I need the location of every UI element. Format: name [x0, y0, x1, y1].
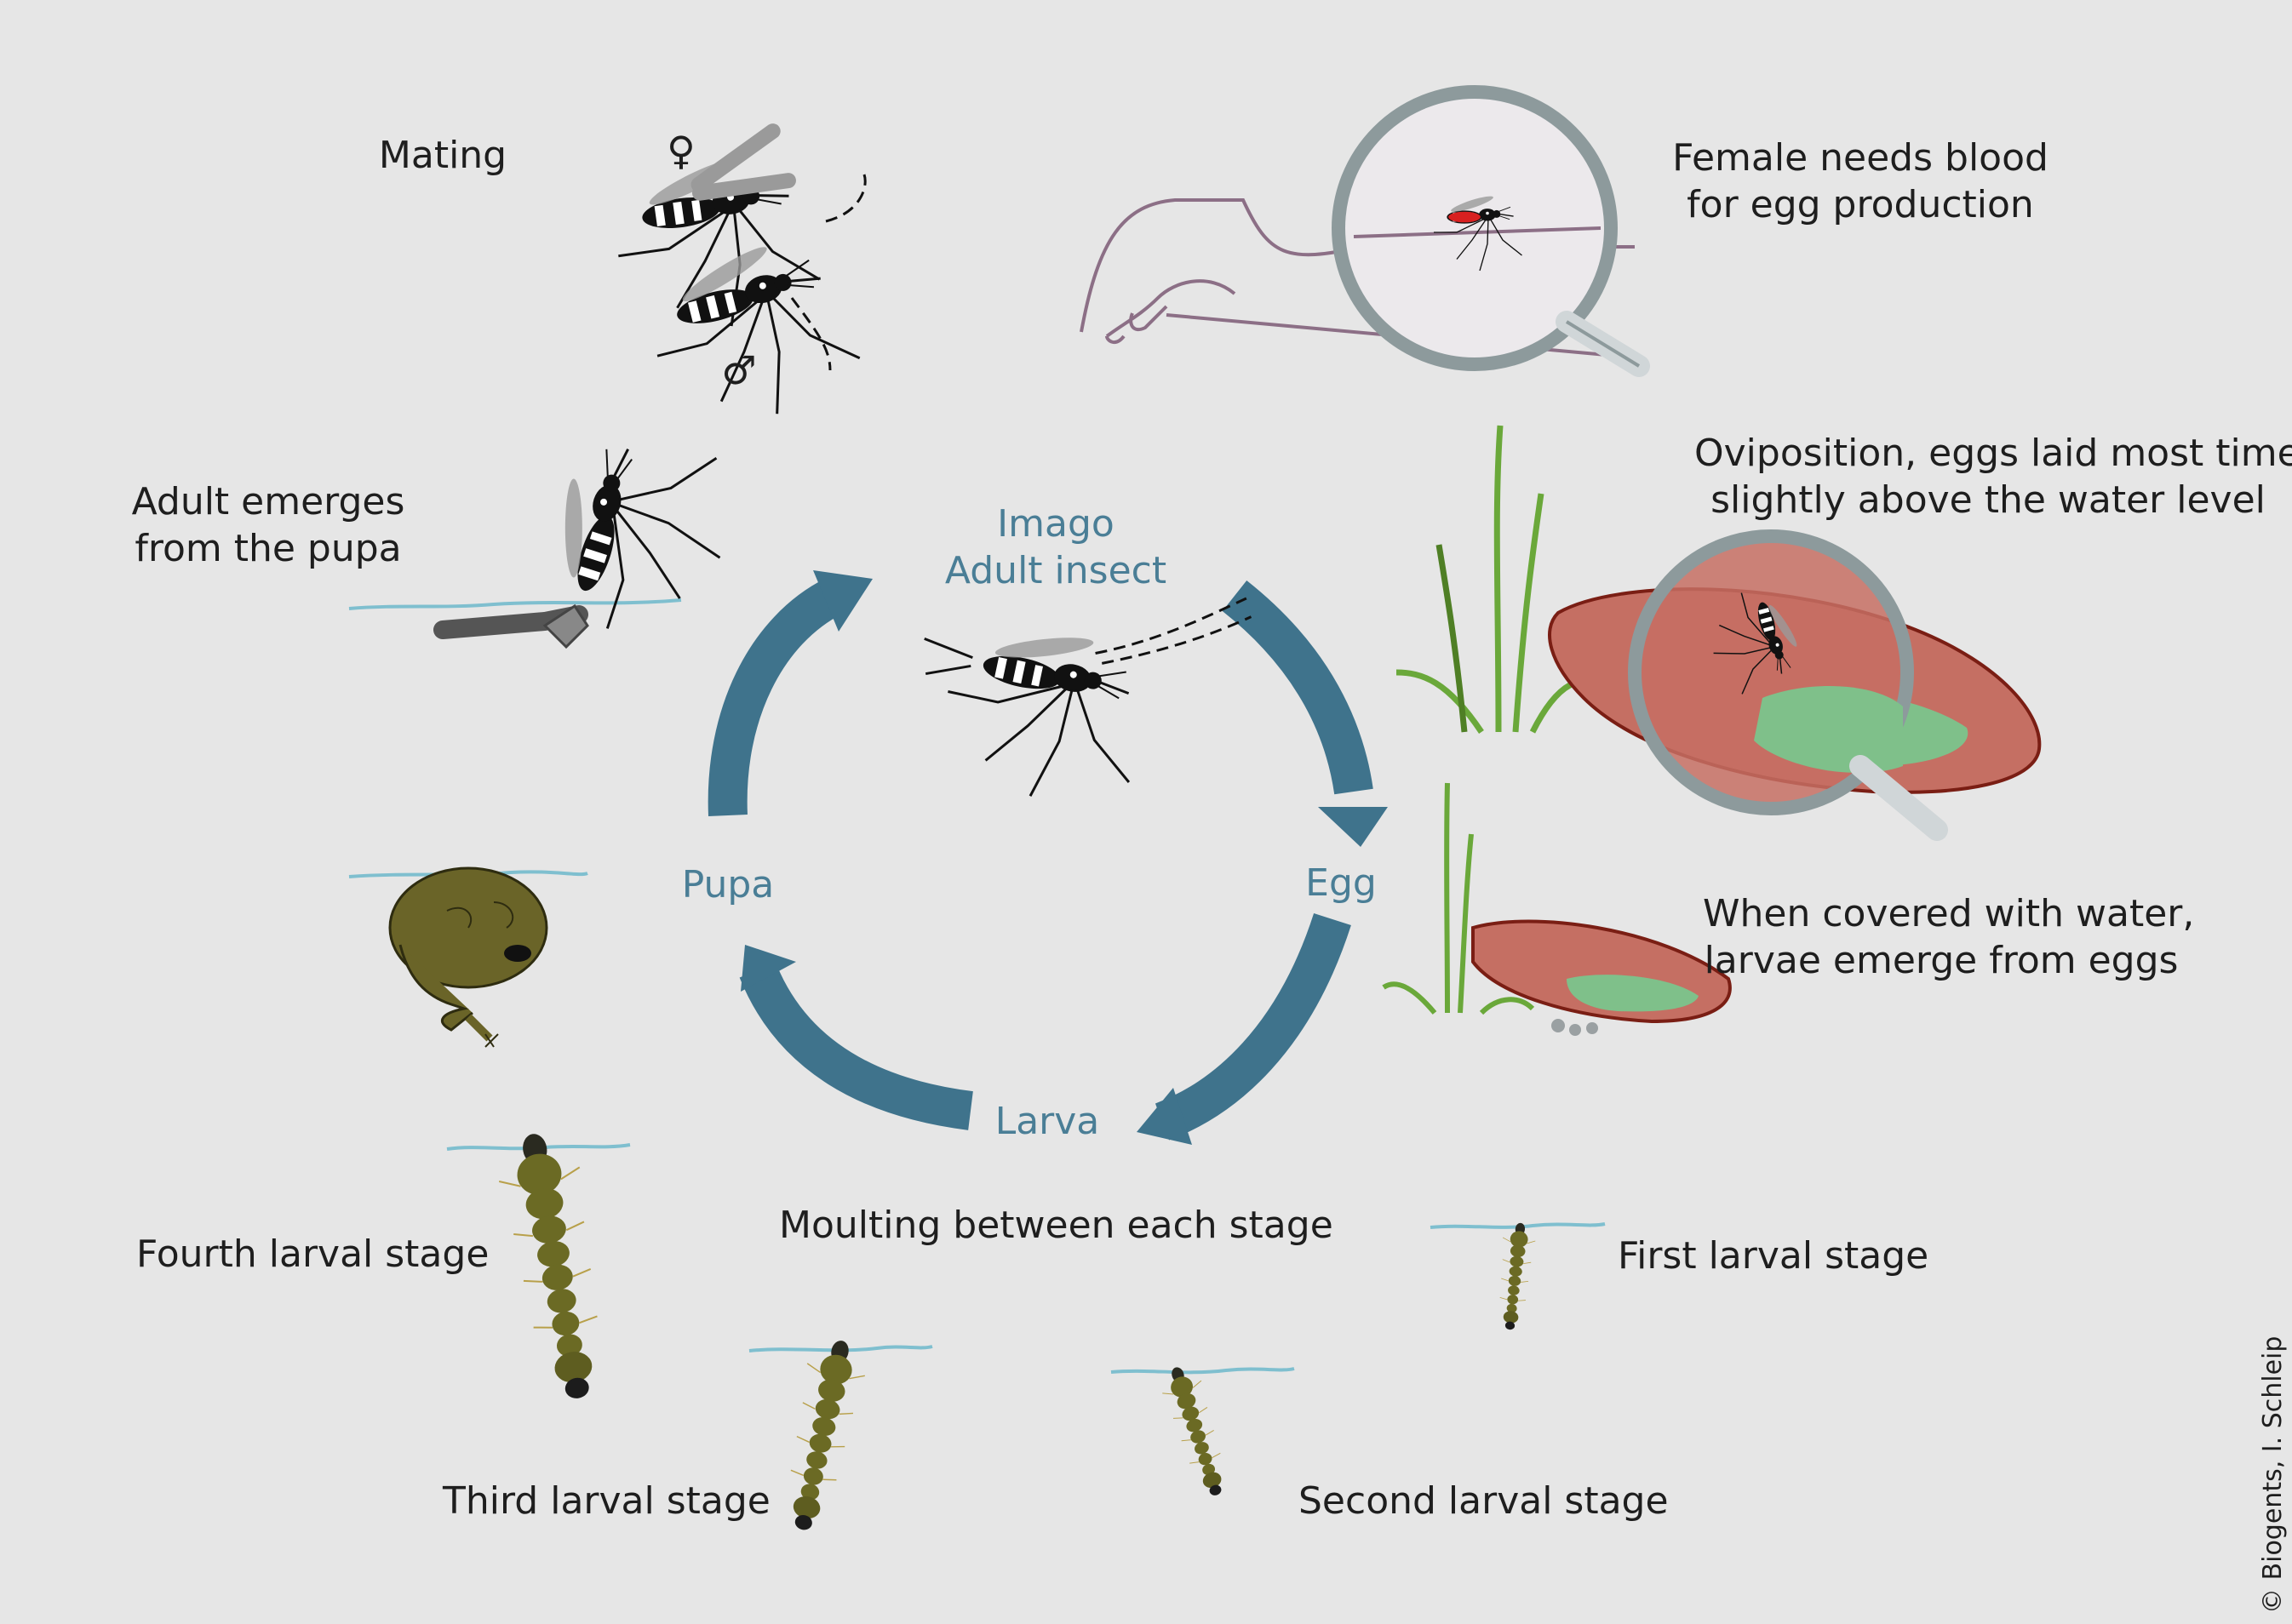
larvae-emerging-scene	[1382, 782, 1732, 1036]
hand-with-magnifier	[1080, 85, 1650, 377]
male-symbol: ♂	[721, 347, 757, 393]
label-oviposition: Oviposition, eggs laid most times slight…	[1694, 430, 2292, 523]
covered-line-2: larvae emerge from eggs	[1704, 939, 2179, 982]
credit-text: © Biogents, I. Schleip	[2258, 1335, 2288, 1614]
adult-emerges-line-1: Adult emerges	[131, 480, 405, 523]
imago-title: Imago	[997, 502, 1114, 546]
first-larval-stage-illustration	[1430, 1221, 1606, 1332]
label-first-larval-stage: First larval stage	[1618, 1234, 1929, 1278]
label-mating: Mating	[378, 134, 507, 177]
covered-line-1: When covered with water,	[1703, 892, 2195, 935]
cycle-arrow-pupa-to-imago	[708, 570, 873, 816]
label-covered-with-water: When covered with water, larvae emerge f…	[1703, 890, 2195, 984]
oviposition-scene	[1395, 425, 2042, 841]
stage-label-egg: Egg	[1305, 861, 1377, 905]
oviposition-line-1: Oviposition, eggs laid most times	[1694, 432, 2292, 475]
imago-mosquito	[924, 597, 1252, 817]
label-second-larval-stage: Second larval stage	[1298, 1479, 1669, 1523]
cycle-arrow-imago-to-egg	[1222, 580, 1388, 847]
cycle-arrow-egg-to-larva	[1137, 912, 1351, 1145]
stage-label-pupa: Pupa	[681, 863, 775, 906]
blood-line-2: for egg production	[1687, 183, 2034, 226]
female-symbol: ♀	[667, 128, 696, 174]
label-third-larval-stage: Third larval stage	[443, 1479, 771, 1523]
oviposition-line-2: slightly above the water level	[1710, 478, 2266, 522]
stage-label-imago: Imago Adult insect	[928, 500, 1183, 594]
imago-subtitle: Adult insect	[944, 549, 1167, 592]
cycle-arrow-larva-to-pupa	[739, 945, 973, 1130]
pupa-illustration	[348, 866, 588, 1048]
adult-emerging	[348, 414, 751, 656]
mating-mosquitoes	[605, 123, 869, 440]
second-larval-stage-illustration	[1110, 1360, 1295, 1502]
label-fourth-larval-stage: Fourth larval stage	[136, 1232, 490, 1276]
blood-line-1: Female needs blood	[1672, 136, 2048, 180]
stage-label-larva: Larva	[994, 1100, 1100, 1143]
third-larval-stage-illustration	[748, 1334, 933, 1537]
label-female-needs-blood: Female needs blood for egg production	[1656, 134, 2065, 228]
label-adult-emerges: Adult emerges from the pupa	[128, 478, 409, 572]
fourth-larval-stage-illustration	[446, 1126, 631, 1406]
label-moulting: Moulting between each stage	[779, 1204, 1333, 1247]
adult-emerges-line-2: from the pupa	[135, 527, 402, 570]
